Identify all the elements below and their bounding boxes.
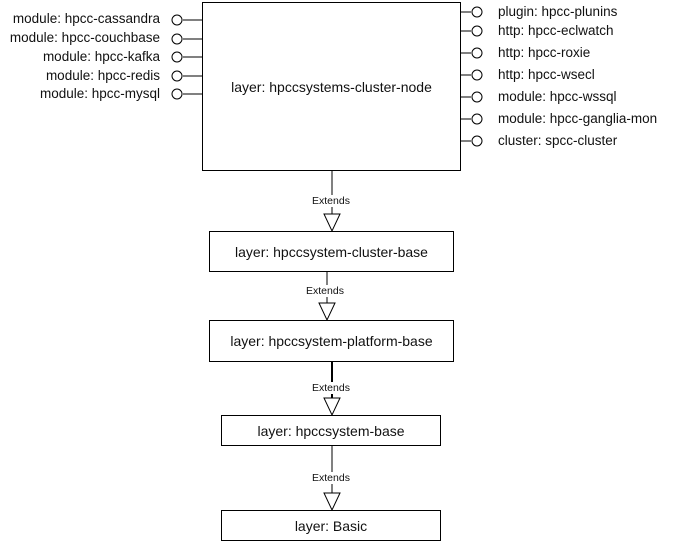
port-circle-icon <box>171 51 183 63</box>
hollow-triangle-arrow-icon <box>323 397 341 417</box>
layer-box-platform-base: layer: hpccsystem-platform-base <box>209 320 454 362</box>
left-port-label: module: hpcc-kafka <box>42 49 160 64</box>
right-port-connector-6 <box>461 135 483 147</box>
extends-label: Extends <box>311 382 351 394</box>
layer-box-system-base: layer: hpccsystem-base <box>221 415 441 446</box>
right-port-label: http: hpcc-roxie <box>498 45 591 60</box>
right-port-label: http: hpcc-eclwatch <box>498 23 614 38</box>
port-circle-icon <box>471 47 483 59</box>
layer-box-cluster-base: layer: hpccsystem-cluster-base <box>209 231 454 272</box>
hollow-triangle-arrow-icon <box>323 213 341 233</box>
right-port-connector-5 <box>461 113 483 125</box>
port-circle-icon <box>471 6 483 18</box>
main-node-box: layer: hpccsystems-cluster-node <box>202 2 461 171</box>
left-port-label: module: hpcc-couchbase <box>9 30 160 45</box>
layer-label: layer: Basic <box>294 517 368 534</box>
port-circle-icon <box>171 70 183 82</box>
extends-label: Extends <box>305 285 345 297</box>
right-port-label: module: hpcc-ganglia-mon <box>498 111 658 126</box>
left-port-connector-4 <box>171 88 202 100</box>
port-circle-icon <box>471 91 483 103</box>
layer-label: layer: hpccsystem-cluster-base <box>235 243 428 260</box>
right-port-label: http: hpcc-wsecl <box>498 67 595 82</box>
left-port-label: module: hpcc-redis <box>45 68 160 83</box>
port-circle-icon <box>471 135 483 147</box>
right-port-connector-4 <box>461 91 483 103</box>
layer-box-basic: layer: Basic <box>221 510 441 541</box>
extends-label: Extends <box>311 472 351 484</box>
left-port-connector-1 <box>171 33 202 45</box>
port-circle-icon <box>171 88 183 100</box>
right-port-label: plugin: hpcc-plunins <box>498 4 618 19</box>
layer-label: layer: hpccsystem-base <box>257 422 405 439</box>
port-circle-icon <box>471 113 483 125</box>
left-port-connector-2 <box>171 51 202 63</box>
right-port-label: cluster: spcc-cluster <box>498 133 618 148</box>
extends-label: Extends <box>311 195 351 207</box>
left-port-label: module: hpcc-mysql <box>39 86 160 101</box>
left-port-connector-0 <box>171 14 202 26</box>
port-circle-icon <box>171 33 183 45</box>
right-port-connector-2 <box>461 47 483 59</box>
right-port-connector-0 <box>461 6 483 18</box>
hollow-triangle-arrow-icon <box>318 302 336 322</box>
left-port-connector-3 <box>171 70 202 82</box>
port-circle-icon <box>471 69 483 81</box>
main-node-label: layer: hpccsystems-cluster-node <box>231 78 432 95</box>
right-port-connector-3 <box>461 69 483 81</box>
hollow-triangle-arrow-icon <box>323 492 341 512</box>
right-port-connector-1 <box>461 25 483 37</box>
left-port-label: module: hpcc-cassandra <box>12 11 160 26</box>
port-circle-icon <box>471 25 483 37</box>
port-circle-icon <box>171 14 183 26</box>
extends-edge-3 <box>323 446 341 512</box>
right-port-label: module: hpcc-wssql <box>498 89 617 104</box>
layer-label: layer: hpccsystem-platform-base <box>230 333 433 349</box>
